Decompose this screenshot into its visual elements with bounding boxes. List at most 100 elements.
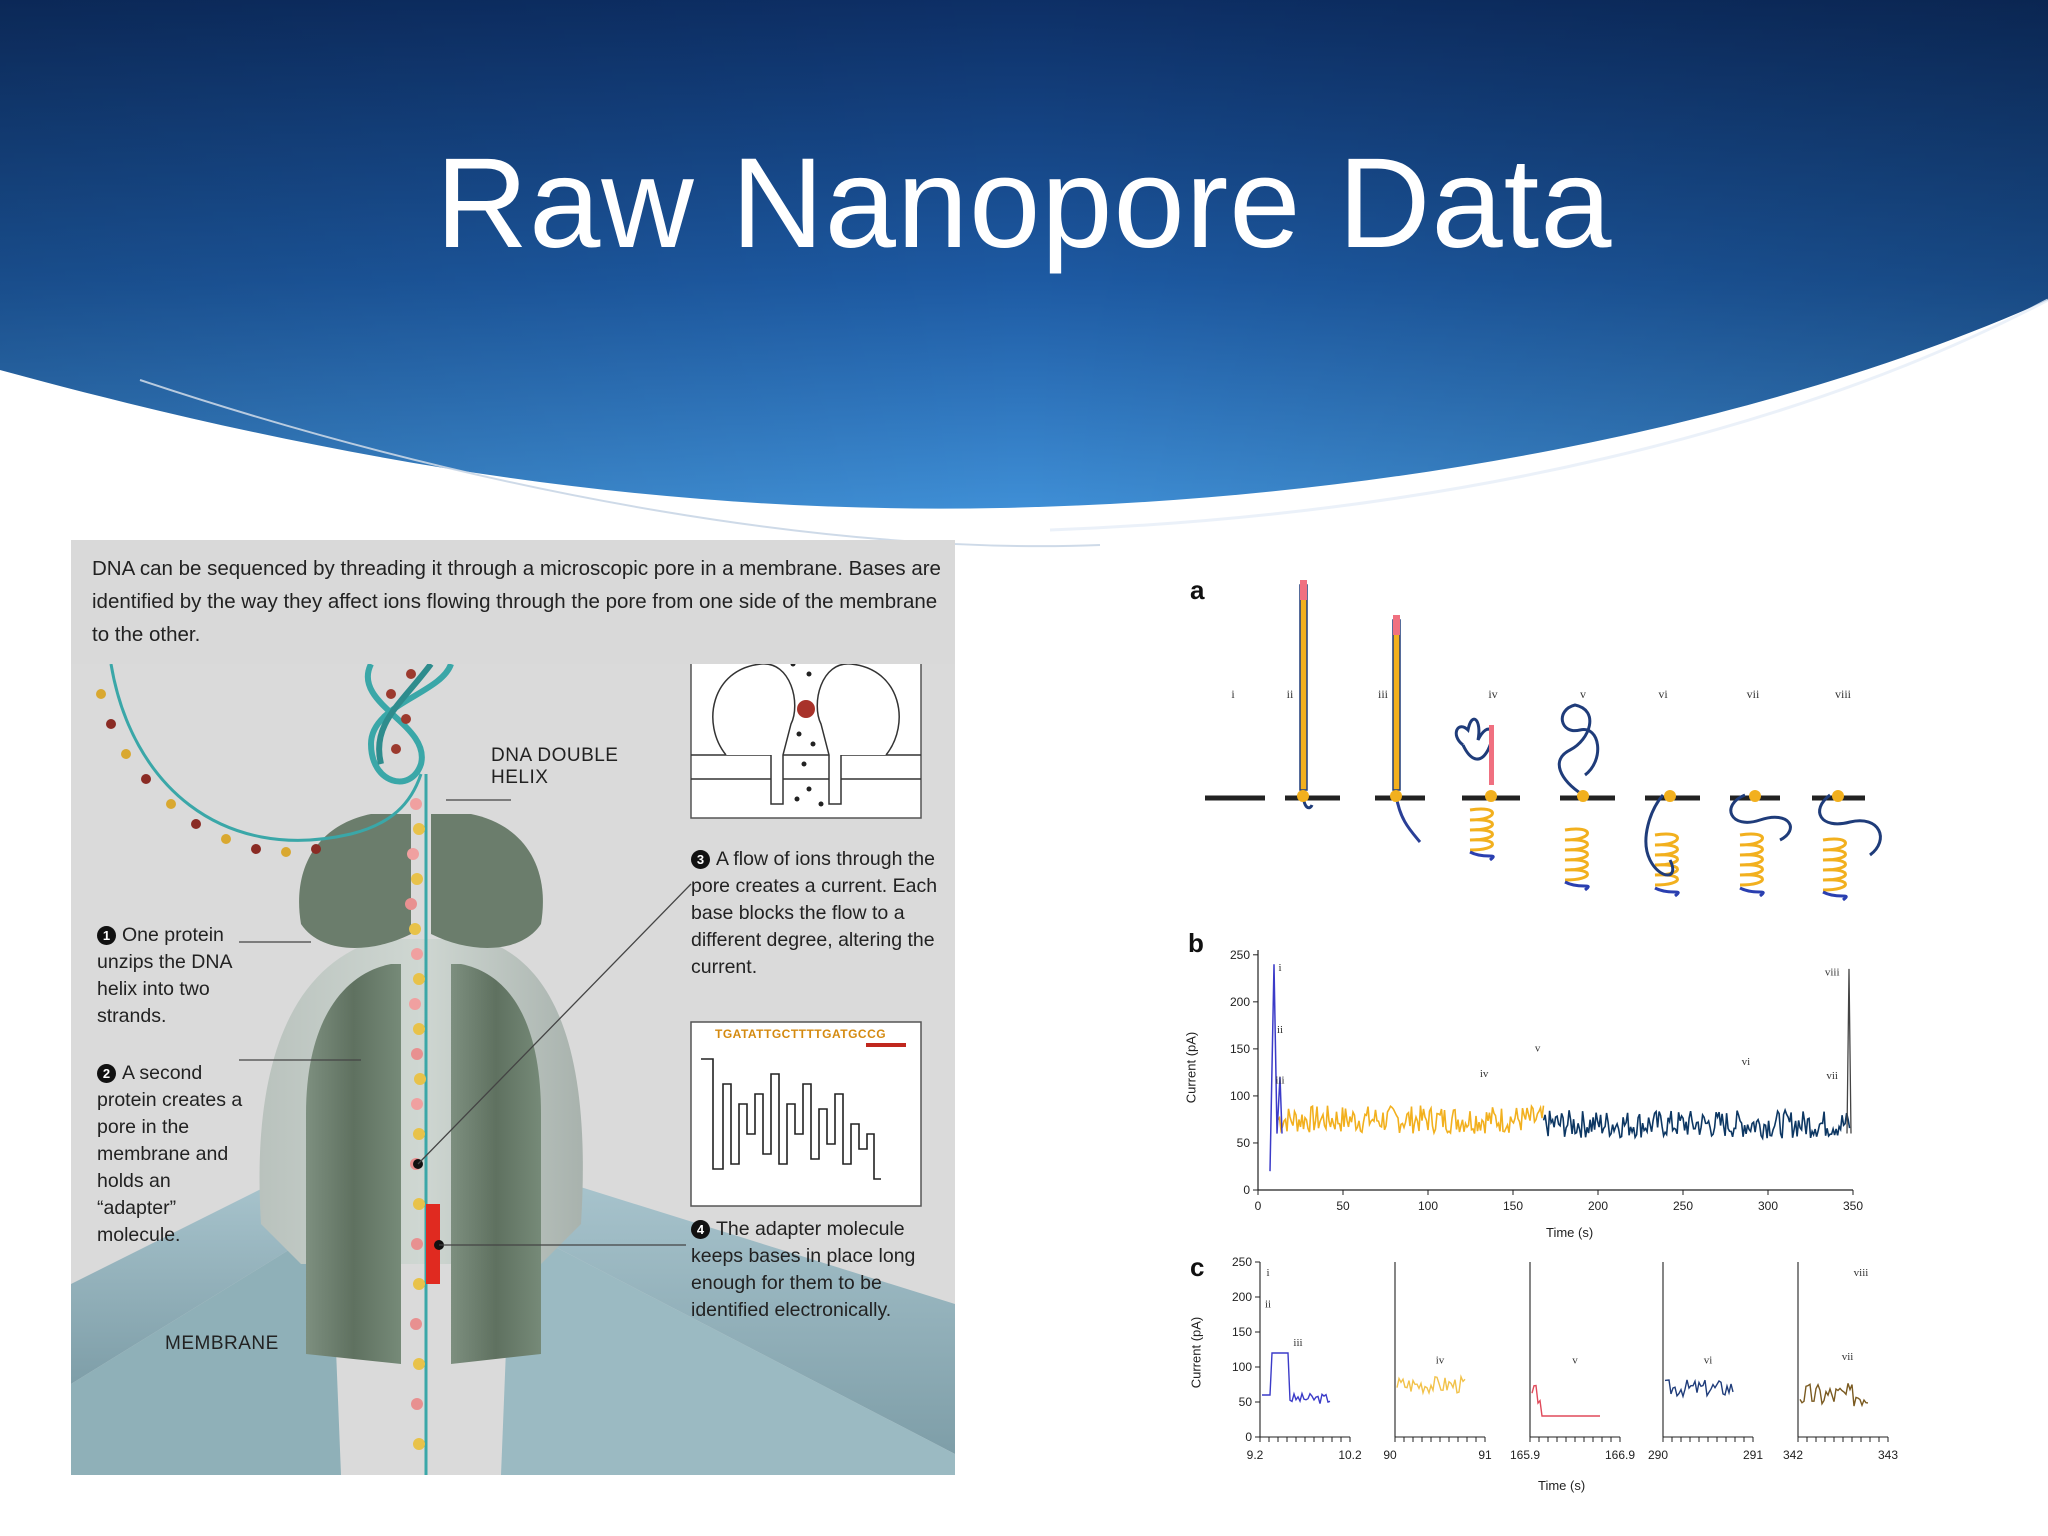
panel-b-xtick-label: 300 — [1758, 1199, 1778, 1213]
panel-b-ytick-label: 250 — [1230, 948, 1250, 962]
panel-c-ylabel: Current (pA) — [1188, 1316, 1204, 1389]
trace-orange — [1277, 1103, 1545, 1136]
panel-c-annotation: v — [1572, 1355, 1578, 1367]
panel-b-annotation: iv — [1480, 1068, 1489, 1080]
panel-c-xtick-start: 9.2 — [1247, 1448, 1264, 1462]
panel-b-xtick-label: 250 — [1673, 1199, 1693, 1213]
panel-c-ytick-label: 200 — [1232, 1290, 1252, 1304]
panel-c-annotation: iii — [1293, 1337, 1302, 1349]
membrane — [71, 1184, 331, 1384]
panel-b-xtick-label: 50 — [1336, 1199, 1350, 1213]
stage-iii: iii — [1378, 687, 1389, 701]
dna-double-helix — [365, 664, 454, 785]
panel-b-ytick-label: 150 — [1230, 1042, 1250, 1056]
panel-c-ytick-label: 100 — [1232, 1360, 1252, 1374]
stage-viii: viii — [1835, 687, 1852, 701]
panel-c-trace — [1664, 1378, 1734, 1399]
panel-b-xtick-label: 150 — [1503, 1199, 1523, 1213]
trace-spike-end — [1846, 968, 1852, 1134]
panel-b-annotation: ii — [1277, 1024, 1283, 1036]
current-trace-inset — [690, 1021, 922, 1207]
panel-b-ytick-label: 0 — [1243, 1183, 1250, 1197]
step-3-number: 3 — [691, 850, 710, 869]
panel-b-ytick-label: 100 — [1230, 1089, 1250, 1103]
panel-c-trace — [1799, 1383, 1869, 1408]
panel-c-annotation: vi — [1704, 1355, 1713, 1367]
helix-label: DNA DOUBLE HELIX — [491, 745, 619, 788]
step-1-number: 1 — [97, 926, 116, 945]
stage-iv: iv — [1488, 687, 1497, 701]
panel-c-annotation: viii — [1854, 1267, 1869, 1279]
panel-c-xtick-end: 91 — [1478, 1448, 1492, 1462]
panel-b-annotation: i — [1278, 962, 1281, 974]
panel-b-ytick-label: 200 — [1230, 995, 1250, 1009]
panel-c-xtick-end: 166.9 — [1605, 1448, 1635, 1462]
panel-c-xtick-end: 343 — [1878, 1448, 1898, 1462]
panel-b-annotation: vii — [1826, 1070, 1838, 1082]
panel-c-xtick-start: 290 — [1648, 1448, 1668, 1462]
pore-inset — [690, 664, 922, 819]
panel-b-xtick-label: 200 — [1588, 1199, 1608, 1213]
nanopore-figure: a i ii iii iv v vi vii viii — [1180, 560, 1905, 1510]
base-sequence: TGATATTGCTTTTGATGCCG — [715, 1027, 887, 1041]
panel-c-xtick-end: 10.2 — [1338, 1448, 1362, 1462]
panel-c-trace — [1396, 1374, 1466, 1396]
header-background — [0, 0, 2048, 548]
panel-c-ytick-label: 50 — [1239, 1395, 1253, 1409]
panel-c-xtick-end: 291 — [1743, 1448, 1763, 1462]
panel-b-ylabel: Current (pA) — [1183, 1031, 1199, 1104]
unzipping-protein — [299, 814, 411, 948]
membrane-label: MEMBRANE — [165, 1333, 279, 1354]
panel-c-xtick-start: 90 — [1383, 1448, 1397, 1462]
pore-illustration — [71, 664, 955, 1475]
panel-c-annotation: iv — [1436, 1355, 1445, 1367]
panel-c-trace — [1262, 1352, 1331, 1404]
trace-spike-start — [1269, 964, 1283, 1172]
panel-b-annotation: v — [1535, 1043, 1541, 1055]
panel-c-xtick-start: 165.9 — [1510, 1448, 1540, 1462]
nanopore-illustration: DNA can be sequenced by threading it thr… — [71, 540, 955, 1475]
panel-b-xlabel: Time (s) — [1546, 1225, 1594, 1240]
intro-box: DNA can be sequenced by threading it thr… — [71, 540, 955, 664]
panel-c-ytick-label: 250 — [1232, 1257, 1252, 1269]
stage-ii: ii — [1287, 687, 1294, 701]
stage-v: v — [1580, 687, 1586, 701]
panel-c-ytick-label: 0 — [1245, 1430, 1252, 1444]
step-2-text: A second protein creates a pore in the m… — [97, 1062, 243, 1246]
panel-c-xtick-start: 342 — [1783, 1448, 1803, 1462]
panel-a-letter: a — [1190, 575, 1205, 605]
panel-b-annotation: iii — [1275, 1075, 1284, 1087]
step-2-number: 2 — [97, 1064, 116, 1083]
intro-text: DNA can be sequenced by threading it thr… — [92, 557, 941, 646]
panel-c-ytick-label: 150 — [1232, 1325, 1252, 1339]
slide-title: Raw Nanopore Data — [435, 132, 1613, 275]
trace-navy — [1542, 1107, 1851, 1141]
panel-c-trace — [1531, 1384, 1600, 1417]
panel-c-xlabel: Time (s) — [1538, 1478, 1586, 1493]
panel-a-schematic: i ii iii iv v vi vii viii — [1205, 580, 1882, 902]
panel-b-ytick-label: 50 — [1237, 1136, 1251, 1150]
panel-c-annotation: ii — [1265, 1299, 1271, 1311]
single-strand — [109, 664, 423, 842]
dna-bases — [405, 798, 426, 1450]
panel-c-letter: c — [1190, 1252, 1205, 1282]
panel-b-annotation: viii — [1825, 966, 1840, 978]
stage-i: i — [1231, 687, 1235, 701]
panel-b-letter: b — [1188, 928, 1204, 958]
panel-b-xtick-label: 100 — [1418, 1199, 1438, 1213]
panel-b-xtick-label: 0 — [1255, 1199, 1262, 1213]
panel-b-xtick-label: 350 — [1843, 1199, 1863, 1213]
adapter-molecule — [426, 1204, 440, 1284]
step-4-number: 4 — [691, 1220, 710, 1239]
step-3-text: A flow of ions through the pore creates … — [691, 848, 938, 978]
stage-vii: vii — [1747, 687, 1760, 701]
panel-c-annotation: i — [1266, 1267, 1269, 1279]
step-1-text: One protein unzips the DNA helix into tw… — [97, 924, 232, 1027]
stage-vi: vi — [1658, 687, 1668, 701]
